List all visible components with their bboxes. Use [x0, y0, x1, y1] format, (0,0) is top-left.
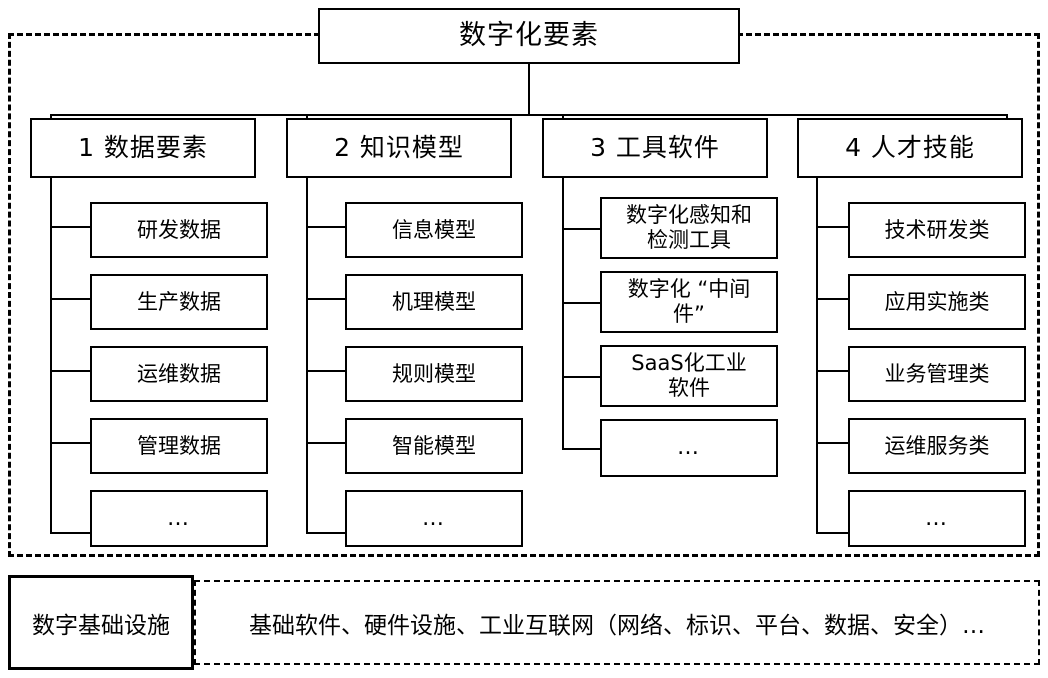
infrastructure-band: 基础软件、硬件设施、工业互联网（网络、标识、平台、数据、安全）… — [194, 580, 1040, 665]
leaf-box[interactable]: 智能模型 — [345, 418, 523, 474]
root-title-label: 数字化要素 — [459, 20, 599, 52]
pillar-bus-line — [50, 114, 1008, 116]
pillar-header-label-3: 3 工具软件 — [590, 133, 720, 163]
leaf-label: 应用实施类 — [884, 289, 990, 314]
pillar-branch-1-4 — [50, 442, 92, 444]
leaf-box-ellipsis[interactable]: … — [90, 490, 268, 547]
pillar-spine-2 — [306, 178, 308, 534]
leaf-label: 数字化感知和 检测工具 — [626, 203, 752, 252]
leaf-box[interactable]: 生产数据 — [90, 274, 268, 330]
leaf-box[interactable]: 数字化感知和 检测工具 — [600, 197, 778, 259]
pillar-branch-4-4 — [816, 442, 850, 444]
pillar-branch-3-2 — [562, 302, 602, 304]
pillar-spine-3 — [562, 178, 564, 450]
infrastructure-label: 数字基础设施 — [32, 612, 170, 639]
leaf-box[interactable]: 信息模型 — [345, 202, 523, 258]
leaf-box[interactable]: 研发数据 — [90, 202, 268, 258]
leaf-label: 规则模型 — [392, 361, 476, 386]
pillar-branch-3-1 — [562, 228, 602, 230]
pillar-drop-line-2 — [306, 114, 308, 120]
pillar-branch-2-2 — [306, 298, 347, 300]
pillar-drop-line-3 — [562, 114, 564, 120]
pillar-branch-4-1 — [816, 226, 850, 228]
pillar-header-3[interactable]: 3 工具软件 — [542, 118, 768, 178]
pillar-branch-2-5 — [306, 532, 347, 534]
leaf-label: 运维数据 — [137, 361, 221, 386]
leaf-label: … — [677, 435, 701, 461]
leaf-label: … — [925, 505, 949, 531]
leaf-box[interactable]: 技术研发类 — [848, 202, 1026, 258]
pillar-branch-2-1 — [306, 226, 347, 228]
pillar-branch-2-3 — [306, 370, 347, 372]
leaf-box[interactable]: 运维数据 — [90, 346, 268, 402]
leaf-box[interactable]: 规则模型 — [345, 346, 523, 402]
leaf-label: 数字化 “中间 件” — [627, 277, 751, 326]
pillar-branch-4-2 — [816, 298, 850, 300]
pillar-branch-3-4 — [562, 448, 602, 450]
pillar-header-4[interactable]: 4 人才技能 — [797, 118, 1023, 178]
pillar-header-2[interactable]: 2 知识模型 — [286, 118, 512, 178]
pillar-branch-1-3 — [50, 370, 92, 372]
pillar-branch-4-5 — [816, 532, 850, 534]
pillar-branch-1-5 — [50, 532, 92, 534]
infrastructure-label-box[interactable]: 数字基础设施 — [8, 575, 194, 670]
leaf-label: 管理数据 — [137, 433, 221, 458]
root-title-box: 数字化要素 — [318, 8, 740, 64]
pillar-drop-line-4 — [1006, 114, 1008, 120]
leaf-label: 运维服务类 — [884, 433, 990, 458]
pillar-drop-line-1 — [50, 114, 52, 120]
pillar-spine-4 — [816, 178, 818, 534]
leaf-label: 技术研发类 — [884, 217, 990, 242]
leaf-label: 研发数据 — [137, 217, 221, 242]
pillar-branch-1-2 — [50, 298, 92, 300]
pillar-header-label-1: 1 数据要素 — [78, 133, 208, 163]
pillar-branch-1-1 — [50, 226, 92, 228]
pillar-header-label-4: 4 人才技能 — [845, 133, 975, 163]
leaf-label: 业务管理类 — [884, 361, 990, 386]
leaf-box-ellipsis[interactable]: … — [345, 490, 523, 547]
leaf-label: 机理模型 — [392, 289, 476, 314]
leaf-label: 智能模型 — [392, 433, 476, 458]
leaf-box[interactable]: SaaS化工业 软件 — [600, 345, 778, 407]
leaf-label: SaaS化工业 软件 — [631, 351, 747, 400]
pillar-header-1[interactable]: 1 数据要素 — [30, 118, 256, 178]
leaf-box[interactable]: 机理模型 — [345, 274, 523, 330]
leaf-label: 生产数据 — [137, 289, 221, 314]
leaf-box[interactable]: 应用实施类 — [848, 274, 1026, 330]
leaf-box[interactable]: 数字化 “中间 件” — [600, 271, 778, 333]
pillar-branch-3-3 — [562, 376, 602, 378]
leaf-box[interactable]: 管理数据 — [90, 418, 268, 474]
leaf-box-ellipsis[interactable]: … — [848, 490, 1026, 547]
leaf-label: … — [422, 505, 446, 531]
pillar-spine-1 — [50, 178, 52, 534]
leaf-box-ellipsis[interactable]: … — [600, 419, 778, 477]
leaf-label: 信息模型 — [392, 217, 476, 242]
leaf-box[interactable]: 业务管理类 — [848, 346, 1026, 402]
root-stem-line — [528, 64, 530, 115]
leaf-label: … — [167, 505, 191, 531]
leaf-box[interactable]: 运维服务类 — [848, 418, 1026, 474]
pillar-header-label-2: 2 知识模型 — [334, 133, 464, 163]
infrastructure-content: 基础软件、硬件设施、工业互联网（网络、标识、平台、数据、安全）… — [249, 612, 985, 639]
pillar-branch-4-3 — [816, 370, 850, 372]
pillar-branch-2-4 — [306, 442, 347, 444]
